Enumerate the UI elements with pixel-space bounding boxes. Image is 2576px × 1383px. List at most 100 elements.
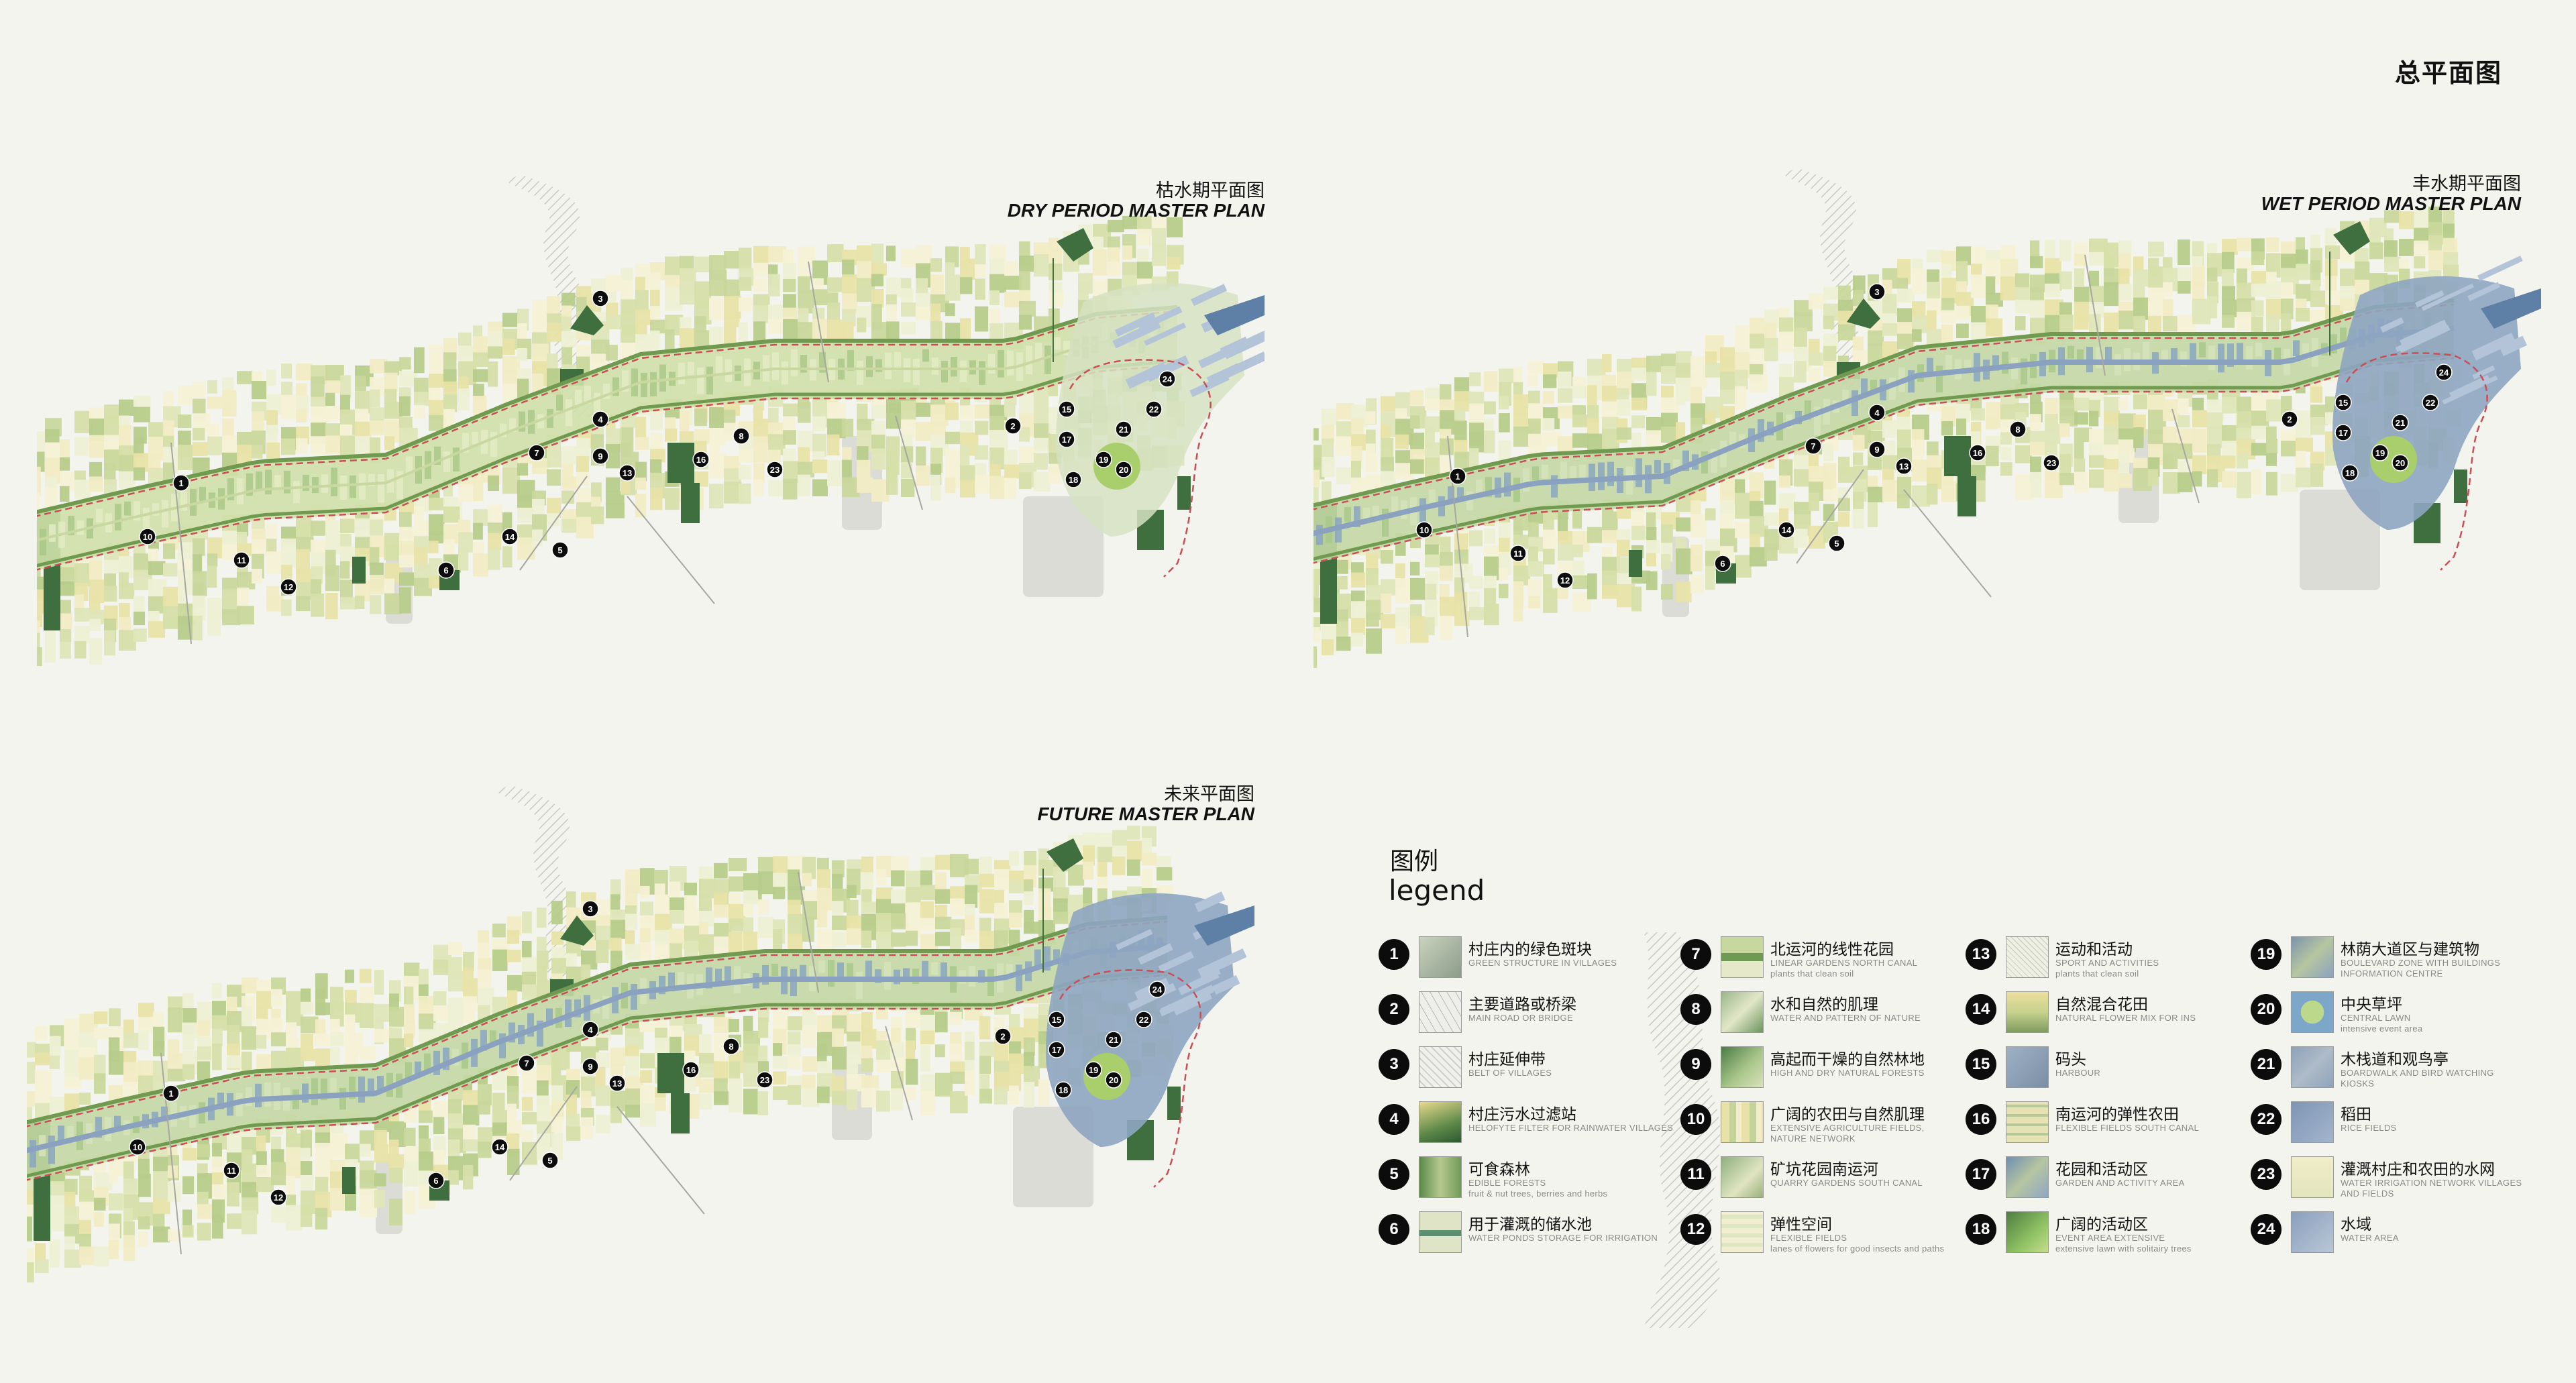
field-patch [27, 1062, 36, 1084]
field-patch [182, 1022, 199, 1039]
linear-garden-band [27, 919, 1167, 1181]
canal-texture [602, 996, 609, 1019]
field-patch [935, 889, 951, 904]
field-patch [1676, 548, 1693, 575]
field-patch [635, 290, 649, 314]
legend-title-cn: 图例 [1390, 848, 1439, 875]
legend-label-en: GREEN STRUCTURE IN VILLAGES [1468, 958, 1617, 968]
field-patch [798, 474, 811, 496]
field-patch [207, 396, 226, 409]
field-patch [2428, 250, 2445, 270]
field-patch [488, 361, 498, 387]
field-patch [281, 599, 292, 616]
canal-texture [856, 971, 863, 1000]
field-patch [714, 904, 730, 918]
canal-line [37, 334, 1178, 542]
field-patch [197, 1061, 211, 1081]
field-patch [724, 279, 741, 298]
field-patch [133, 611, 146, 626]
field-patch [458, 532, 473, 553]
field-patch [798, 322, 816, 342]
field-patch [975, 306, 989, 332]
field-patch [773, 1043, 783, 1056]
field-patch [2178, 281, 2191, 294]
canal-texture [405, 1062, 412, 1078]
field-patch [522, 1097, 533, 1111]
field-patch [1336, 421, 1352, 437]
field-patch [2030, 441, 2047, 456]
field-patch [709, 298, 724, 321]
plan-marker-9: 9 [1868, 441, 1886, 458]
svg-text:3: 3 [598, 294, 602, 304]
field-patch [960, 445, 970, 465]
canal-texture [1504, 472, 1511, 497]
canal-texture [217, 1093, 224, 1109]
field-patch [2118, 474, 2132, 488]
field-patch [148, 548, 159, 565]
field-patch [404, 1190, 415, 1214]
field-patch [2325, 290, 2342, 305]
field-patch [566, 891, 576, 909]
canal-texture [791, 349, 798, 376]
canal-texture [913, 358, 920, 386]
legend-label-en-sub: extensive lawn with solitairy trees [2055, 1243, 2192, 1254]
field-patch [473, 352, 489, 367]
legend-label-en: EDIBLE FORESTS [1468, 1178, 1546, 1188]
field-patch [788, 1085, 802, 1105]
project-boundary [2345, 352, 2488, 571]
field-patch [1137, 262, 1153, 280]
field-patch [488, 346, 503, 359]
forest-patch [1847, 298, 1880, 329]
field-patch [1868, 502, 1878, 528]
forest-patch [2333, 221, 2370, 255]
field-patch [1897, 308, 1915, 323]
field-patch [1646, 571, 1658, 590]
field-patch [635, 493, 647, 518]
field-patch [1823, 443, 1834, 461]
field-patch [2251, 425, 2269, 439]
field-patch [2089, 455, 2107, 468]
field-patch [50, 1252, 60, 1268]
field-patch [355, 518, 372, 537]
field-patch [920, 1090, 936, 1115]
canal-texture [715, 969, 722, 985]
canal-texture [1054, 337, 1061, 350]
field-patch [207, 610, 221, 637]
field-patch [935, 1011, 948, 1033]
plan-marker-16: 16 [682, 1061, 700, 1078]
field-patch [2045, 258, 2061, 275]
canal-texture [2330, 334, 2337, 353]
canal-texture [161, 1106, 168, 1122]
field-patch [640, 1070, 653, 1083]
field-patch [463, 1164, 474, 1190]
field-patch [694, 256, 713, 272]
field-patch [463, 1090, 479, 1107]
canal-texture [584, 386, 591, 404]
field-patch [650, 306, 661, 321]
canal-texture [894, 351, 901, 371]
canal-texture [762, 964, 769, 985]
water-strip [2398, 325, 2451, 353]
field-patch [404, 1127, 416, 1146]
svg-text:7: 7 [534, 448, 539, 458]
forest-patch [44, 557, 60, 630]
field-patch [119, 630, 136, 651]
field-patch [281, 394, 297, 419]
main-road [627, 496, 715, 604]
field-patch [960, 258, 975, 280]
canal-texture [875, 969, 881, 983]
field-patch [1004, 402, 1016, 417]
field-patch [783, 403, 799, 417]
canal-texture [2340, 327, 2347, 343]
field-patch [827, 277, 843, 292]
field-patch [832, 860, 845, 878]
canal-texture [359, 473, 366, 500]
field-patch [507, 1103, 517, 1122]
plan-marker-19: 19 [1095, 451, 1112, 468]
svg-text:6: 6 [443, 565, 448, 575]
field-patch [360, 969, 372, 983]
legend-number-badge: 7 [1680, 939, 1711, 970]
